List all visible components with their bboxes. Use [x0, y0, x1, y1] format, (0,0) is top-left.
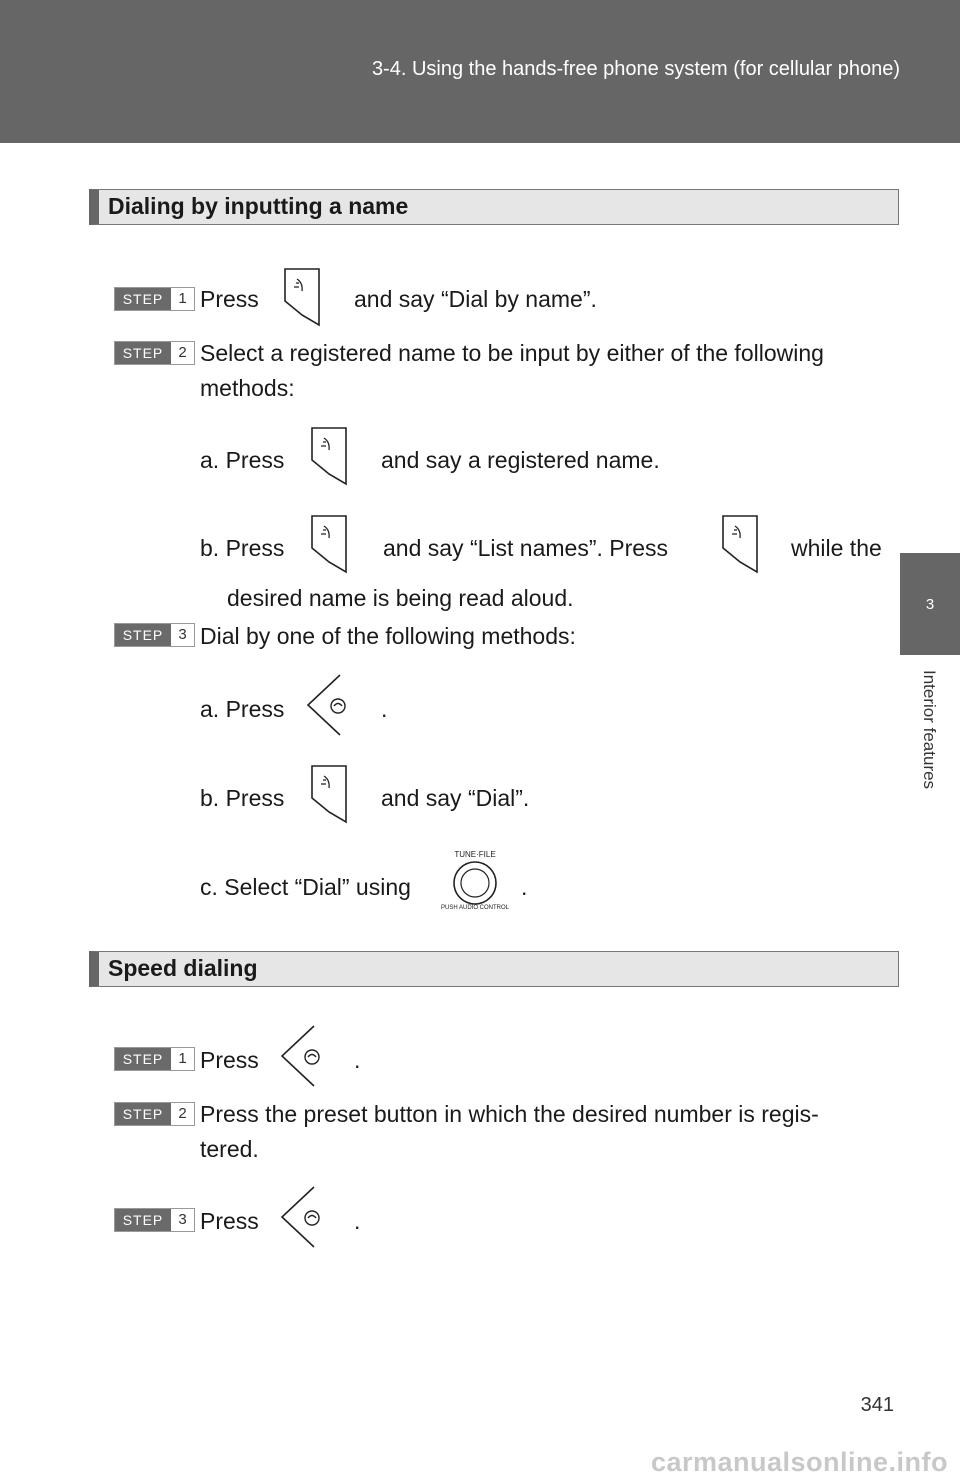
page-number: 341 [860, 1394, 894, 1416]
step-number: 3 [171, 1209, 194, 1231]
knob-top-label: TUNE·FILE [454, 850, 496, 859]
talk-switch-icon [722, 515, 758, 574]
step-label: STEP [122, 291, 164, 307]
step-label: STEP [122, 1106, 164, 1122]
off-hook-switch-icon [306, 674, 346, 736]
tune-file-knob-icon: TUNE·FILE PUSH AUDIO CONTROL [440, 850, 510, 916]
step-number: 2 [171, 342, 194, 364]
option-text: b. Press [200, 785, 285, 811]
step-text: Dial by one of the following methods: [200, 623, 576, 649]
step-badge: STEP 2 [114, 341, 195, 365]
step-badge: STEP 1 [114, 1047, 195, 1071]
step-text: tered. [200, 1136, 259, 1162]
step-text: Press [200, 1047, 259, 1073]
option-text: . [521, 874, 528, 900]
step-text: . [354, 1208, 361, 1234]
section-title-dial-by-name: Dialing by inputting a name [89, 189, 899, 225]
step-text: Press [200, 1208, 259, 1234]
option-text: while the [791, 535, 882, 561]
chapter-tab: 3 [900, 553, 960, 655]
step-label: STEP [122, 1051, 164, 1067]
option-text: b. Press [200, 535, 285, 561]
off-hook-switch-icon [280, 1186, 320, 1248]
step-badge: STEP 1 [114, 287, 195, 311]
step-text: Press the preset button in which the des… [200, 1101, 819, 1127]
step-number: 2 [171, 1103, 194, 1125]
option-text: and say “Dial”. [381, 785, 530, 811]
option-text: and say “List names”. Press [383, 535, 669, 561]
knob-dial [453, 861, 497, 905]
step-label: STEP [122, 627, 164, 643]
option-text: a. Press [200, 447, 285, 473]
step-number: 1 [171, 1048, 194, 1070]
step-number: 1 [171, 288, 194, 310]
option-text: and say a registered name. [381, 447, 660, 473]
header-title: 3-4. Using the hands-free phone system (… [371, 58, 900, 80]
step-text: and say “Dial by name”. [354, 286, 597, 312]
option-text: a. Press [200, 696, 285, 722]
talk-switch-icon [311, 765, 347, 824]
step-number: 3 [171, 624, 194, 646]
step-text: . [354, 1047, 361, 1073]
step-text: Select a registered name to be input by … [200, 340, 824, 366]
step-badge: STEP 2 [114, 1102, 195, 1126]
step-label: STEP [122, 345, 164, 361]
option-text: c. Select “Dial” using [200, 874, 411, 900]
step-text: methods: [200, 375, 295, 401]
chapter-number: 3 [925, 595, 935, 613]
step-label: STEP [122, 1212, 164, 1228]
section-title-speed-dialing: Speed dialing [89, 951, 899, 987]
step-text: Press [200, 286, 259, 312]
knob-bottom-label: PUSH AUDIO CONTROL [440, 905, 509, 911]
off-hook-switch-icon [280, 1025, 320, 1087]
talk-switch-icon [311, 427, 347, 486]
step-badge: STEP 3 [114, 623, 195, 647]
watermark: carmanualsonline.info [650, 1447, 948, 1477]
talk-switch-icon [284, 268, 320, 327]
page-header: 3-4. Using the hands-free phone system (… [0, 0, 960, 143]
option-text: desired name is being read aloud. [227, 585, 574, 611]
chapter-label: Interior features [920, 670, 939, 790]
step-badge: STEP 3 [114, 1208, 195, 1232]
talk-switch-icon [311, 515, 347, 574]
option-text: . [381, 696, 388, 722]
